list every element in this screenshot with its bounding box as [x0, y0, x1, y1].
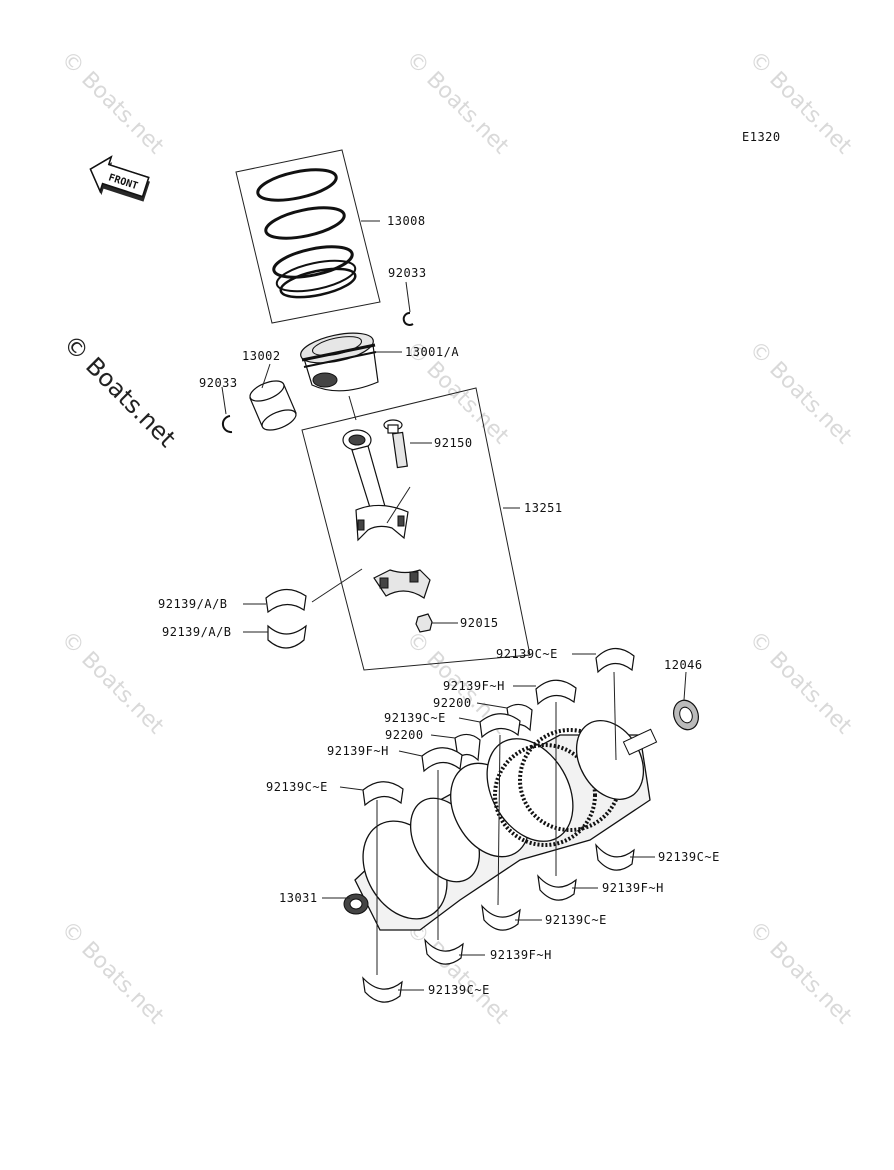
label-main-3: 92139C~E: [384, 711, 446, 725]
label-main-1: 92139C~E: [496, 647, 558, 661]
watermark: © Boats.net: [401, 47, 514, 160]
conrod-box: [301, 387, 531, 671]
label-thrust-1: 92200: [433, 696, 472, 710]
circlip-left: [221, 415, 233, 434]
label-92139AB-upper: 92139/A/B: [158, 597, 228, 611]
front-arrow: FRONT: [89, 155, 150, 202]
label-main-4: 92139F~H: [327, 744, 389, 758]
nut: [415, 613, 433, 633]
piston: [300, 332, 379, 392]
label-lower-4: 92139F~H: [490, 948, 552, 962]
main-bearing-upper-4: [421, 747, 463, 773]
label-13008: 13008: [387, 214, 426, 228]
label-13001A: 13001/A: [405, 345, 459, 359]
label-lower-1: 92139C~E: [658, 850, 720, 864]
connecting-rod: [342, 429, 409, 542]
label-thrust-2: 92200: [385, 728, 424, 742]
main-bearing-lower-1: [595, 843, 635, 871]
circlip-top: [402, 312, 414, 326]
piston-pin: [249, 380, 297, 431]
watermark: © Boats.net: [744, 917, 857, 1030]
main-bearing-lower-4: [424, 938, 464, 965]
label-13031: 13031: [279, 891, 318, 905]
main-bearing-lower-3: [481, 904, 521, 931]
main-bearing-lower-2: [537, 874, 577, 901]
rings-box: [235, 149, 381, 324]
diagram-code: E1320: [742, 130, 781, 144]
watermark: © Boats.net: [56, 917, 169, 1030]
main-bearing-upper-2: [535, 679, 577, 706]
label-main-5: 92139C~E: [266, 780, 328, 794]
bolt: [383, 419, 408, 469]
watermark: © Boats.net: [744, 627, 857, 740]
main-bearing-upper-3: [479, 713, 521, 739]
label-92033-top: 92033: [388, 266, 427, 280]
watermark: © Boats.net: [56, 47, 169, 160]
label-lower-3: 92139C~E: [545, 913, 607, 927]
label-13251: 13251: [524, 501, 563, 515]
main-bearing-lower-5: [362, 976, 403, 1003]
main-bearing-upper-5: [362, 781, 404, 807]
watermark-large: © Boats.net: [58, 329, 181, 452]
label-92139AB-lower: 92139/A/B: [162, 625, 232, 639]
label-lower-5: 92139C~E: [428, 983, 490, 997]
watermark: © Boats.net: [744, 337, 857, 450]
watermark: © Boats.net: [56, 627, 169, 740]
label-lower-2: 92139F~H: [602, 881, 664, 895]
needle-bearing: [673, 699, 699, 731]
rod-bearing-upper: [265, 588, 307, 614]
label-13002: 13002: [242, 349, 281, 363]
watermark: © Boats.net: [401, 917, 514, 1030]
label-92150: 92150: [434, 436, 473, 450]
label-92015: 92015: [460, 616, 499, 630]
label-12046: 12046: [664, 658, 703, 672]
rod-bearing-lower: [267, 624, 307, 649]
label-main-2: 92139F~H: [443, 679, 505, 693]
piston-rings: [256, 168, 357, 299]
rod-cap: [373, 569, 431, 599]
main-bearing-upper-1: [595, 647, 635, 674]
crankshaft: [343, 720, 658, 931]
label-92033-left: 92033: [199, 376, 238, 390]
